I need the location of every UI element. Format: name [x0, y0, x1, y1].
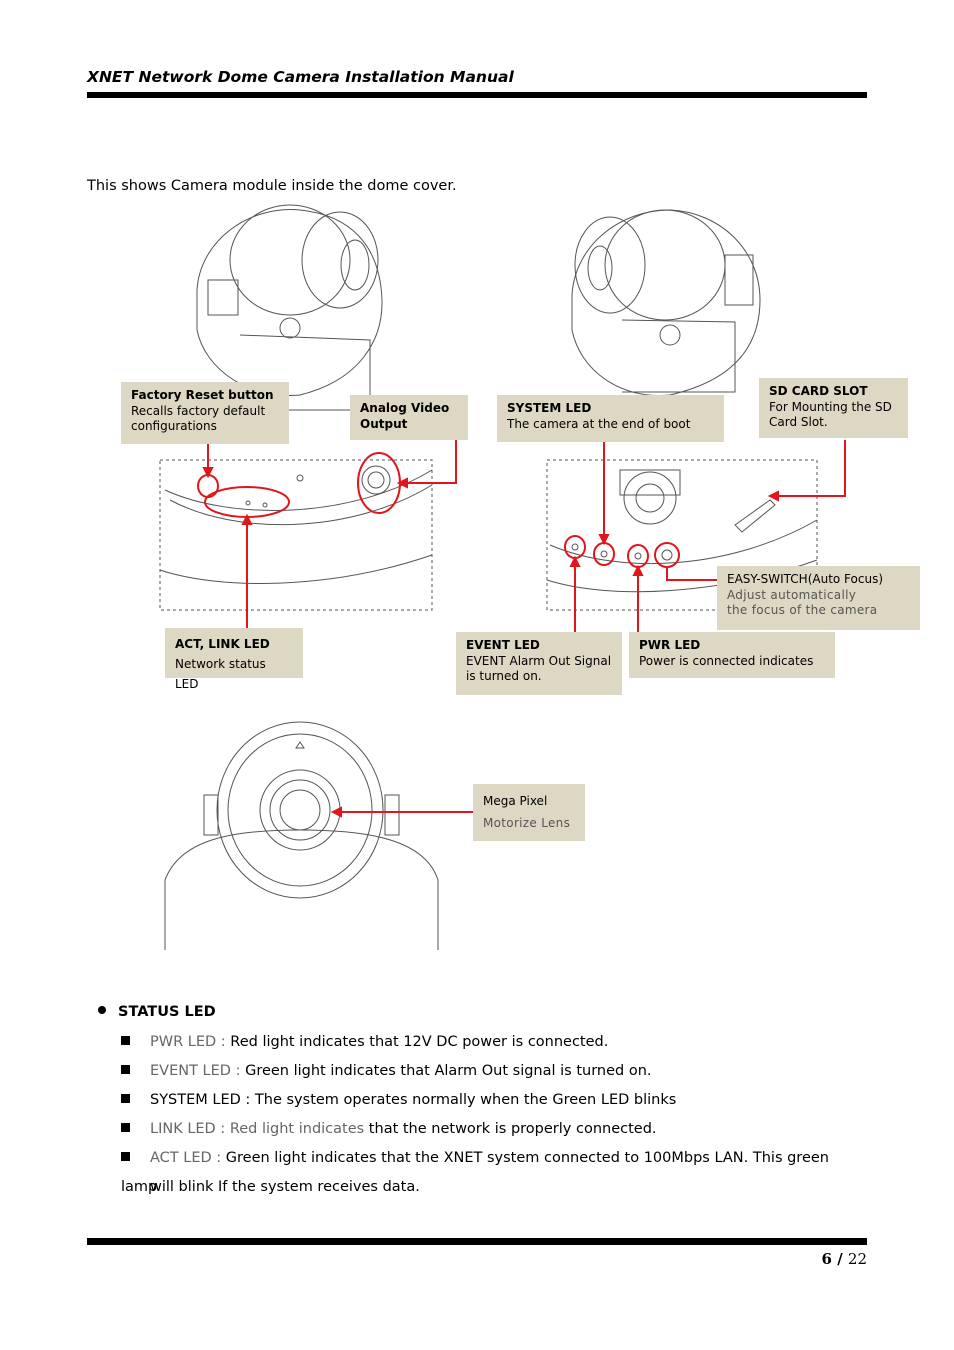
- easy-switch-title: EASY-SWITCH(Auto Focus): [727, 572, 884, 586]
- mega-pixel-title: Mega Pixel: [483, 794, 548, 808]
- bullet-dot-icon: [98, 1006, 106, 1014]
- status-led-heading-text: STATUS LED: [118, 1004, 216, 1020]
- system-led-callout: SYSTEM LED The camera at the end of boot: [497, 395, 724, 442]
- document-header-title: XNET Network Dome Camera Installation Ma…: [87, 68, 514, 86]
- easy-switch-body-line1: Adjust automatically: [727, 587, 857, 602]
- analog-video-callout: Analog Video Output: [350, 395, 468, 440]
- total-pages: 22: [847, 1250, 867, 1268]
- status-item-label: LINK LED : Red light indicates: [150, 1121, 365, 1137]
- factory-reset-marker: [197, 444, 219, 498]
- camera-diagram: [159, 204, 846, 950]
- status-item-text: Green light indicates that Alarm Out sig…: [240, 1063, 652, 1079]
- easy-switch-body-line2: the focus of the camera: [727, 603, 878, 617]
- square-bullet-icon: [121, 1122, 130, 1132]
- status-item-label: PWR LED :: [150, 1034, 226, 1050]
- dome-top-left-drawing: [196, 204, 383, 411]
- square-bullet-icon: [121, 1151, 130, 1161]
- easy-switch-marker: [654, 542, 717, 581]
- status-item-link: LINK LED : Red light indicates that the …: [121, 1115, 867, 1144]
- act-link-marker: [204, 486, 290, 628]
- mega-pixel-callout: Mega Pixel Motorize Lens: [473, 784, 585, 841]
- analog-video-title: Analog Video Output: [360, 401, 450, 431]
- status-item-pwr: PWR LED : Red light indicates that 12V D…: [121, 1028, 867, 1057]
- event-led-marker: [564, 535, 586, 632]
- status-item-act-continuation: will blink If the system receives data.: [121, 1173, 896, 1202]
- status-item-act: ACT LED : Green light indicates that the…: [121, 1144, 867, 1202]
- square-bullet-icon: [121, 1093, 130, 1103]
- factory-reset-callout: Factory Reset button Recalls factory def…: [121, 382, 289, 444]
- square-bullet-icon: [121, 1064, 130, 1074]
- status-item-system: SYSTEM LED : The system operates normall…: [121, 1086, 867, 1115]
- zoom-left-drawing: [159, 459, 433, 611]
- dome-bottom-drawing: [164, 721, 439, 950]
- status-item-text: that the network is properly connected.: [364, 1121, 657, 1137]
- sd-card-callout: SD CARD SLOT For Mounting the SD Card Sl…: [759, 378, 908, 438]
- sd-card-marker: [767, 440, 846, 502]
- easy-switch-callout: EASY-SWITCH(Auto Focus) Adjust automatic…: [717, 566, 920, 630]
- dome-top-right-drawing: [571, 209, 761, 397]
- sd-card-title: SD CARD SLOT: [769, 384, 868, 398]
- status-item-event: EVENT LED : Green light indicates that A…: [121, 1057, 867, 1086]
- status-item-text: will blink If the system receives data.: [150, 1179, 420, 1195]
- system-led-body: The camera at the end of boot: [507, 416, 691, 431]
- square-bullet-icon: [121, 1035, 130, 1045]
- status-item-label: EVENT LED :: [150, 1063, 241, 1079]
- event-led-callout: EVENT LED EVENT Alarm Out Signal is turn…: [456, 632, 622, 695]
- current-page: 6: [821, 1250, 832, 1268]
- intro-text: This shows Camera module inside the dome…: [87, 178, 457, 194]
- status-item-label: ACT LED :: [150, 1150, 222, 1166]
- factory-reset-title: Factory Reset button: [131, 388, 274, 402]
- pwr-led-title: PWR LED: [639, 638, 701, 652]
- page-number: 6 / 22: [822, 1250, 867, 1268]
- factory-reset-body: Recalls factory default configurations: [131, 403, 266, 434]
- header-rule: [87, 92, 867, 98]
- pwr-led-marker: [627, 544, 649, 632]
- event-led-title: EVENT LED: [466, 638, 540, 652]
- analog-video-marker: [357, 440, 457, 514]
- mega-pixel-marker: [330, 806, 473, 818]
- act-link-title: ACT, LINK LED: [175, 637, 270, 651]
- sd-card-body: For Mounting the SD Card Slot.: [769, 399, 892, 430]
- event-led-body: EVENT Alarm Out Signal is turned on.: [466, 653, 612, 684]
- act-link-body: Network status LED: [175, 657, 266, 691]
- footer-rule: [87, 1238, 867, 1245]
- pwr-led-body: Power is connected indicates: [639, 653, 814, 668]
- system-led-title: SYSTEM LED: [507, 401, 592, 415]
- act-link-callout: ACT, LINK LED Network status LED: [165, 628, 303, 691]
- status-item-label: SYSTEM LED :: [150, 1092, 251, 1108]
- status-item-text: Red light indicates that 12V DC power is…: [225, 1034, 609, 1050]
- pwr-led-callout: PWR LED Power is connected indicates: [629, 632, 835, 678]
- status-item-text: The system operates normally when the Gr…: [250, 1092, 677, 1108]
- system-led-marker: [593, 440, 615, 566]
- status-item-text: Green light indicates that the XNET syst…: [121, 1150, 829, 1195]
- status-led-heading: STATUS LED: [98, 1004, 216, 1020]
- mega-pixel-body: Motorize Lens: [483, 816, 571, 830]
- page-separator: /: [831, 1250, 848, 1268]
